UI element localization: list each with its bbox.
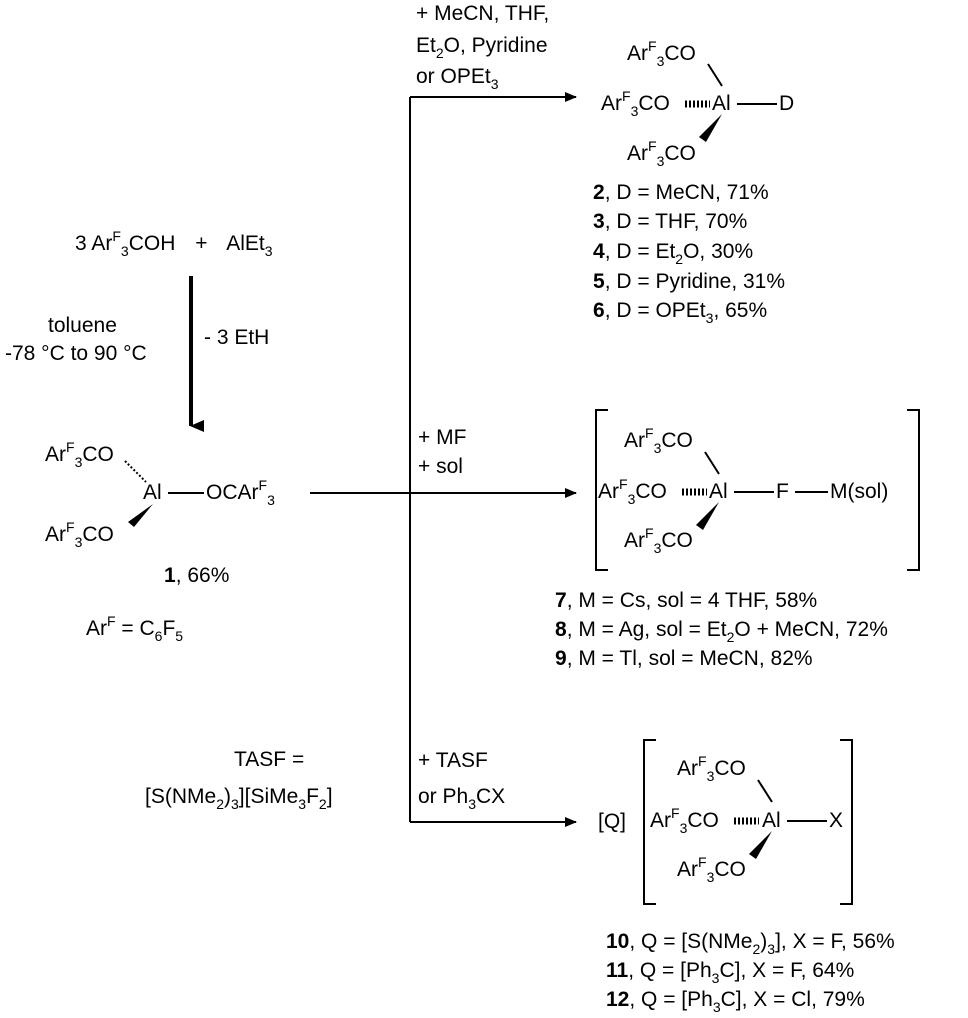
hash-bond (124, 460, 147, 483)
aluminum-atom: Al (712, 92, 731, 115)
ligand-lower: ArF3CO (45, 519, 114, 550)
bottom-reagents-line1: + TASF (418, 749, 488, 772)
aluminum-atom: Al (762, 809, 781, 832)
wedge-bond (696, 502, 719, 530)
product-9: 9, M = Tl, sol = MeCN, 82% (555, 647, 813, 670)
top-products-list: 2, D = MeCN, 71% 3, D = THF, 70% 4, D = … (593, 181, 785, 326)
tasf-formula: [S(NMe2)3][SiMe3F2] (145, 785, 333, 812)
donor-adduct-structure: ArF3CO ArF3CO Al D ArF3CO (601, 38, 794, 169)
fluorine-atom: F (776, 480, 789, 503)
ligand-lower: ArF3CO (624, 525, 693, 556)
halide-atom: X (829, 809, 843, 832)
bracket-right (907, 409, 920, 571)
ligand-upper: ArF3CO (627, 38, 696, 69)
fluoride-bridged-structure: ArF3CO ArF3CO Al F M(sol) ArF3CO (595, 409, 920, 571)
bracket-right (840, 739, 853, 905)
ligand-left: ArF3CO (650, 805, 719, 836)
product-4: 4, D = Et2O, 30% (593, 240, 753, 267)
ligand-upper: ArF3CO (45, 439, 114, 470)
ligand-lower: ArF3CO (677, 854, 746, 885)
o-al-bond (707, 63, 723, 87)
condition-temperature: -78 °C to 90 °C (5, 342, 147, 365)
reactants-equation: 3 ArF3COH + AlEt3 (75, 228, 273, 259)
ligand-upper: ArF3CO (624, 425, 693, 456)
o-al-bond (704, 451, 720, 475)
top-reagents-line1: + MeCN, THF, (416, 2, 549, 25)
bottom-reagents-line2: or Ph3CX (418, 785, 505, 812)
arf-definition: ArF = C6F5 (86, 613, 183, 644)
product-11: 11, Q = [Ph3C], X = F, 64% (606, 959, 854, 986)
product-8: 8, M = Ag, sol = Et2O + MeCN, 72% (555, 618, 888, 645)
ate-complex-structure: [Q] ArF3CO ArF3CO Al X ArF3CO (598, 739, 853, 905)
product-5: 5, D = Pyridine, 31% (593, 270, 785, 293)
ocarf3-group: OCArF3 (206, 477, 275, 508)
aluminum-atom: Al (709, 480, 728, 503)
bracket-left (643, 739, 656, 905)
o-al-bond (757, 779, 773, 803)
product-2: 2, D = MeCN, 71% (593, 181, 769, 204)
wedge-bond (749, 831, 772, 859)
product-6: 6, D = OPEt3, 65% (593, 299, 767, 326)
middle-reagents-line2: + sol (418, 455, 463, 478)
product-12: 12, Q = [Ph3C], X = Cl, 79% (606, 988, 865, 1015)
ligand-upper: ArF3CO (677, 753, 746, 784)
product-7: 7, M = Cs, sol = 4 THF, 58% (555, 589, 817, 612)
condition-byproduct: - 3 EtH (204, 326, 269, 349)
product-3: 3, D = THF, 70% (593, 210, 747, 233)
condition-solvent: toluene (48, 314, 117, 337)
counter-cation: [Q] (598, 810, 626, 833)
compound-1-structure: ArF3CO Al OCArF3 ArF3CO (45, 439, 275, 550)
middle-reagents-line1: + MF (418, 426, 466, 449)
bottom-products-list: 10, Q = [S(NMe2)3], X = F, 56% 11, Q = [… (606, 930, 895, 1015)
ligand-left: ArF3CO (601, 88, 670, 119)
ligand-left: ArF3CO (598, 476, 667, 507)
bracket-left (595, 409, 608, 571)
donor-atom: D (779, 92, 794, 115)
compound-1-label: 1, 66% (164, 564, 229, 587)
top-reagents-line3: or OPEt3 (416, 65, 499, 92)
ligand-lower: ArF3CO (627, 138, 696, 169)
wedge-bond (128, 504, 153, 527)
middle-products-list: 7, M = Cs, sol = 4 THF, 58% 8, M = Ag, s… (555, 589, 888, 670)
product-10: 10, Q = [S(NMe2)3], X = F, 56% (606, 930, 895, 957)
tasf-label: TASF = (234, 748, 304, 771)
top-reagents-line2: Et2O, Pyridine (416, 34, 548, 61)
metal-solvate: M(sol) (830, 480, 888, 503)
wedge-bond (699, 114, 722, 142)
aluminum-atom: Al (143, 481, 162, 504)
